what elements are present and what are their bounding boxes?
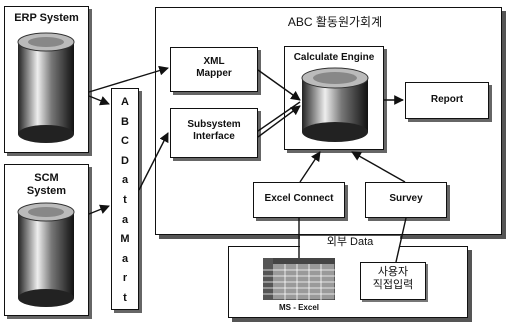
- erp-system-label: ERP System: [4, 12, 89, 25]
- spreadsheet-icon: [263, 258, 335, 300]
- ms-excel-label: MS - Excel: [258, 303, 340, 312]
- report-label: Report: [405, 94, 489, 106]
- excel-connect-label: Excel Connect: [253, 193, 345, 205]
- calculate-engine-label: Calculate Engine: [284, 52, 384, 64]
- scm-system-label: SCM System: [4, 172, 89, 197]
- data-mart-letter: B: [121, 116, 129, 128]
- data-mart-letter: a: [122, 253, 128, 265]
- arrow-icon: [89, 96, 109, 104]
- data-mart-letter: r: [123, 272, 127, 284]
- data-mart-letter: D: [121, 155, 129, 167]
- data-mart-letter: M: [120, 233, 129, 245]
- arrow-icon: [89, 206, 109, 214]
- database-cylinder-icon: [16, 32, 76, 144]
- database-cylinder-icon: [16, 202, 76, 308]
- database-cylinder-icon: [300, 66, 370, 144]
- data-mart-letter: t: [123, 292, 127, 304]
- data-mart-letter: a: [122, 174, 128, 186]
- abc-system-title: ABC 활동원가회계: [250, 16, 420, 30]
- survey-label: Survey: [365, 193, 447, 205]
- subsystem-interface-label: Subsystem Interface: [170, 119, 258, 142]
- data-mart-letter: a: [122, 214, 128, 226]
- data-mart-letter: t: [123, 194, 127, 206]
- user-input-label: 사용자 직접입력: [360, 266, 426, 291]
- data-mart-letter: C: [121, 135, 129, 147]
- xml-mapper-label: XML Mapper: [170, 56, 258, 79]
- data-mart-letter: A: [121, 96, 129, 108]
- external-data-title: 외부 Data: [300, 236, 400, 249]
